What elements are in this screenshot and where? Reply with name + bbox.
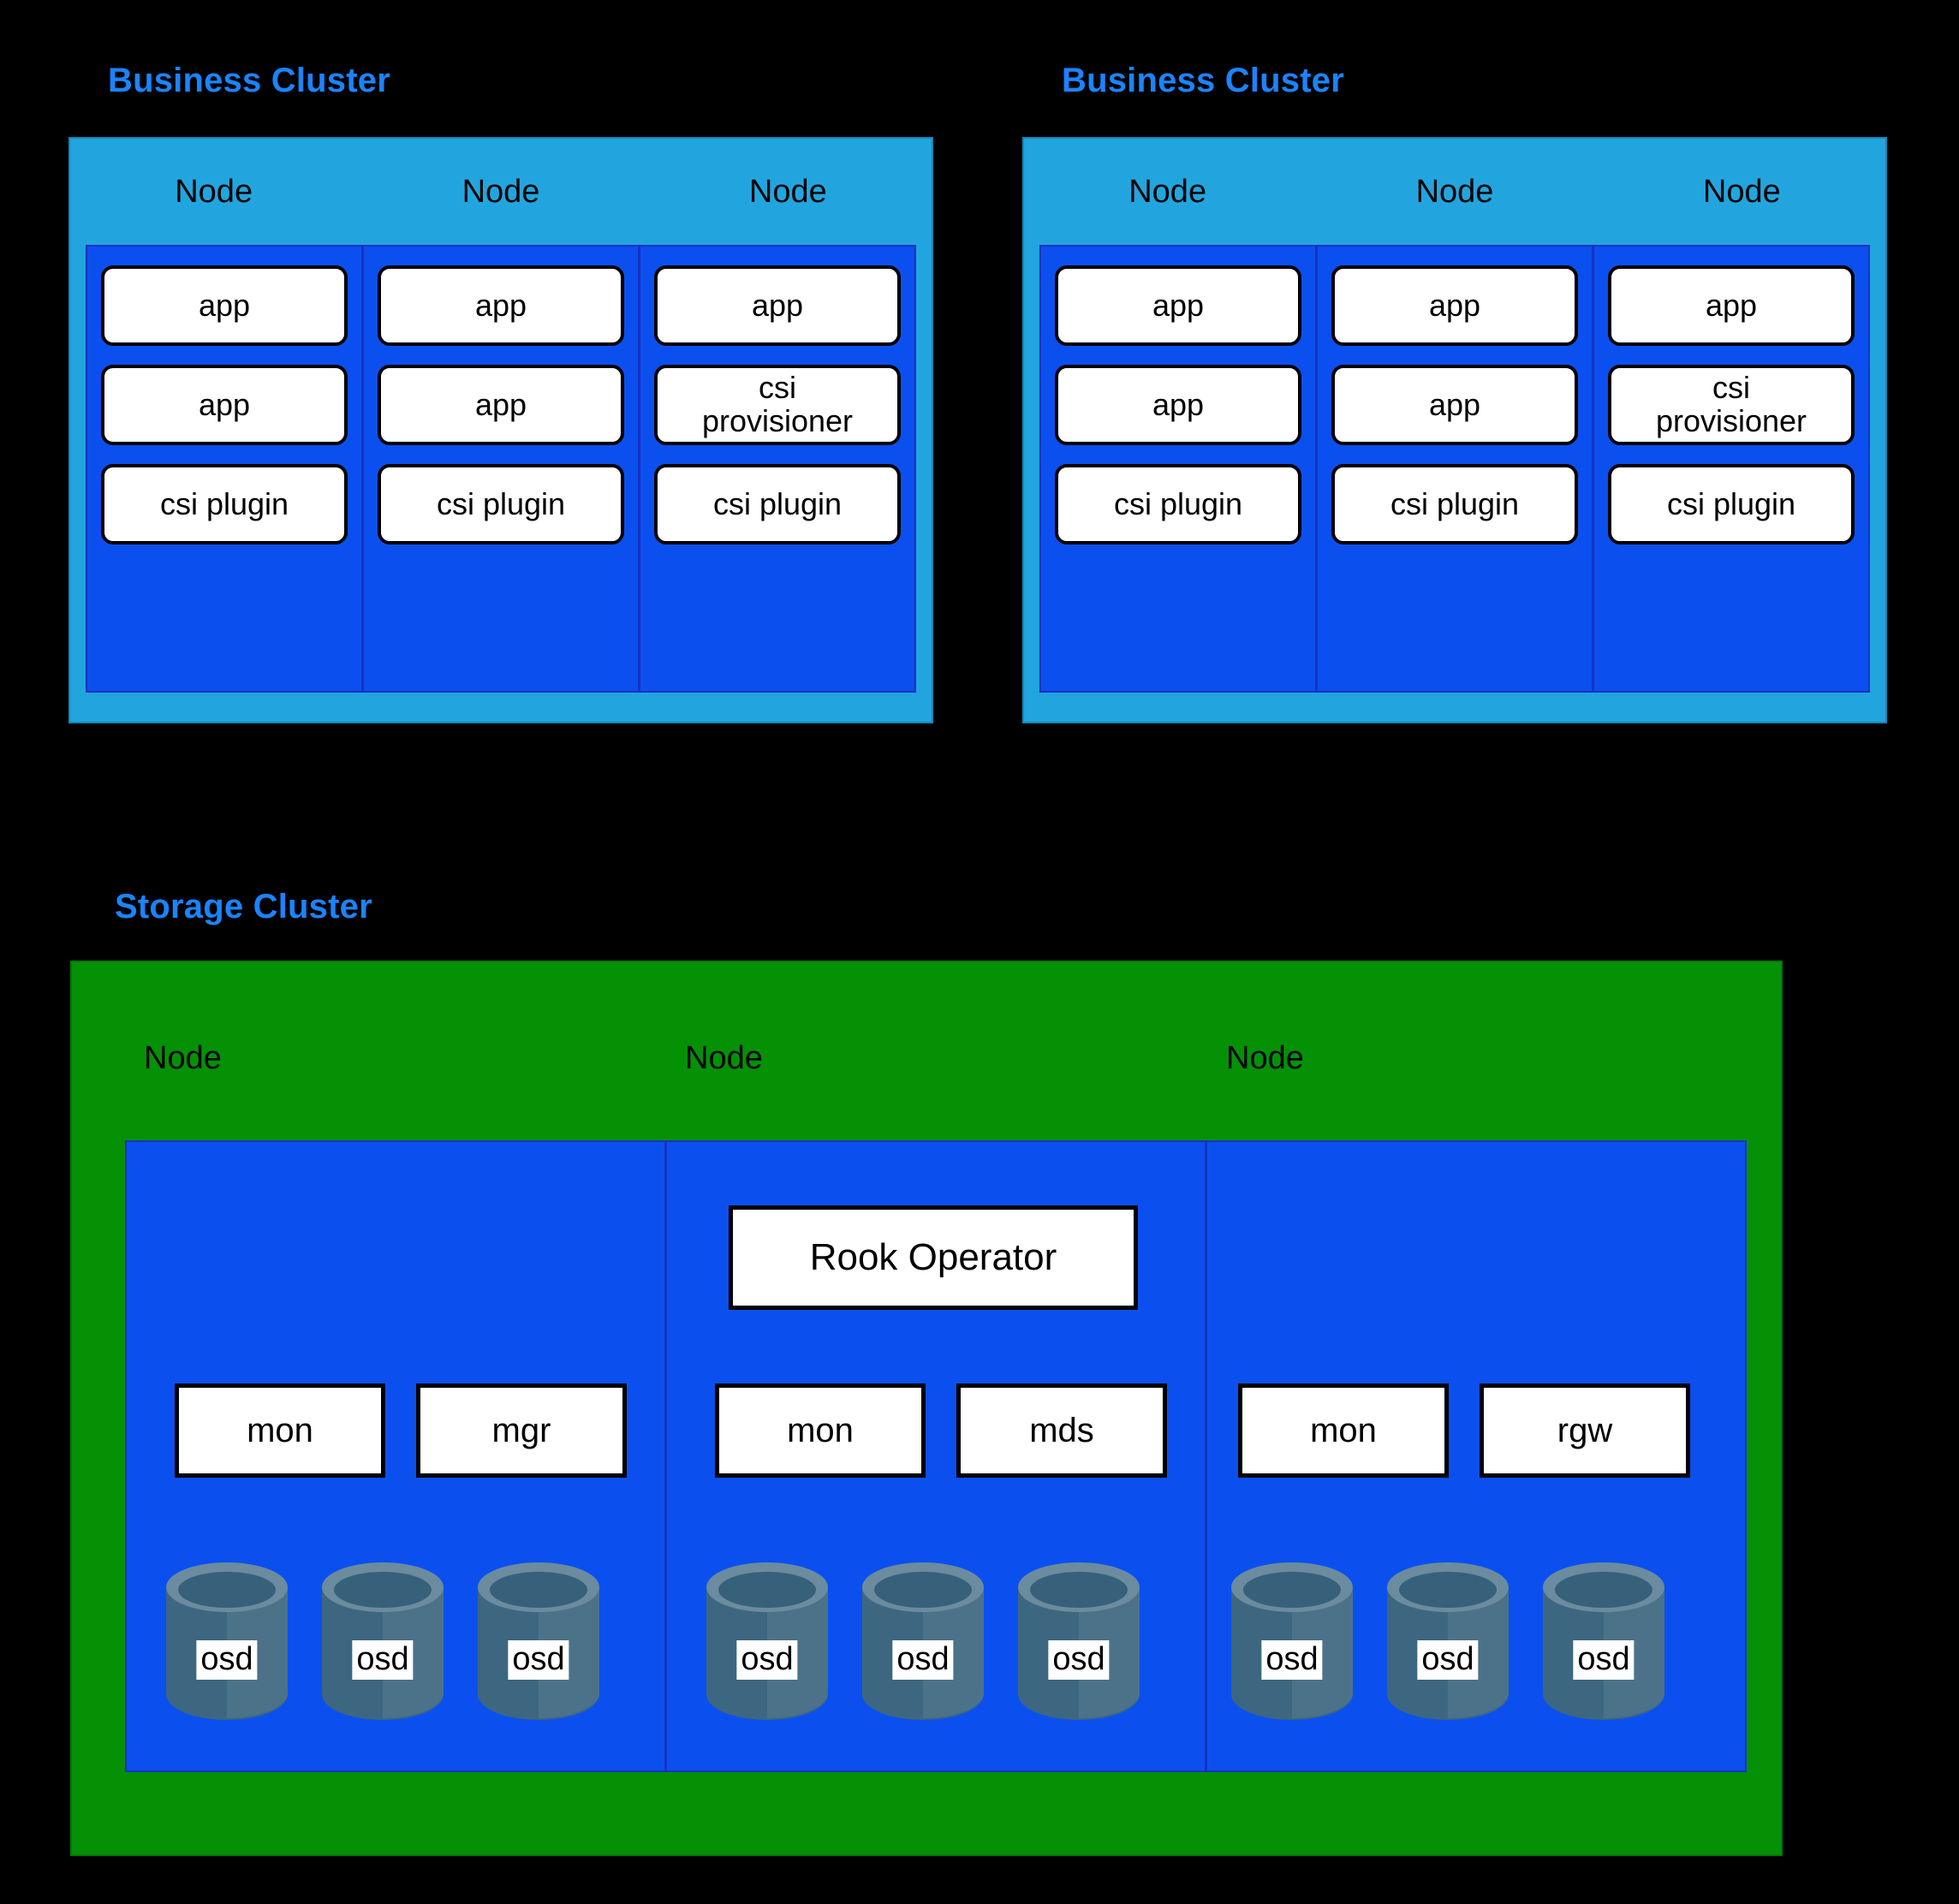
business-cluster-2-node-label-0: Node (1128, 173, 1207, 210)
storage-cluster-nodes: mon mgr osd osd (125, 1140, 1747, 1772)
pod-csi-plugin[interactable]: csi plugin (1055, 464, 1301, 544)
osd-cylinder[interactable]: osd (701, 1562, 833, 1720)
business-cluster-1-caption: Business Cluster (108, 62, 390, 99)
pod-app[interactable]: app (101, 265, 348, 346)
business-cluster-1-node-label-2: Node (748, 173, 827, 210)
storage-cluster-caption: Storage Cluster (115, 888, 372, 925)
pod-app[interactable]: app (654, 265, 901, 346)
business-cluster-1-node-labels: Node Node Node (70, 139, 932, 245)
pod-app[interactable]: app (1331, 365, 1578, 445)
storage-cluster-node-labels: Node Node Node (123, 1032, 1747, 1084)
storage-node-label-0: Node (144, 1039, 222, 1076)
business-cluster-1-node-0: app app csi plugin (87, 247, 361, 691)
business-cluster-2-node-1: app app csi plugin (1318, 247, 1592, 691)
osd-cylinder[interactable]: osd (1226, 1562, 1358, 1720)
business-cluster-2: Node Node Node app app csi plugin app ap… (1022, 137, 1887, 723)
service-mon[interactable]: mon (175, 1383, 385, 1478)
storage-node-label-2: Node (1226, 1039, 1304, 1076)
pod-csi-plugin[interactable]: csi plugin (378, 464, 624, 544)
osd-label: osd (508, 1640, 569, 1680)
storage-node-0: mon mgr osd osd (127, 1142, 664, 1770)
osd-label: osd (1573, 1640, 1634, 1680)
pod-app[interactable]: app (1608, 265, 1855, 346)
storage-cluster: Node Node Node mon mgr osd (70, 961, 1783, 1856)
pod-csi-plugin[interactable]: csi plugin (101, 464, 348, 544)
osd-label: osd (1261, 1640, 1323, 1680)
rook-operator-box[interactable]: Rook Operator (729, 1205, 1138, 1310)
osd-label: osd (352, 1640, 414, 1680)
business-cluster-1-nodes: app app csi plugin app app csi plugin ap… (86, 245, 916, 693)
business-cluster-1-node-label-0: Node (175, 173, 253, 210)
osd-cylinder[interactable]: osd (857, 1562, 989, 1720)
osd-label: osd (892, 1640, 954, 1680)
pod-app[interactable]: app (378, 265, 624, 346)
pod-csi-plugin[interactable]: csi plugin (1608, 464, 1855, 544)
business-cluster-1-node-1: app app csi plugin (364, 247, 638, 691)
pod-csi-plugin[interactable]: csi plugin (1331, 464, 1578, 544)
osd-cylinder[interactable]: osd (317, 1562, 449, 1720)
service-mgr[interactable]: mgr (416, 1383, 627, 1478)
osd-cylinder[interactable]: osd (1013, 1562, 1145, 1720)
service-rgw[interactable]: rgw (1480, 1383, 1690, 1478)
business-cluster-1-node-label-1: Node (461, 173, 540, 210)
storage-node-1: Rook Operator mon mds osd (667, 1142, 1205, 1770)
osd-cylinder[interactable]: osd (1538, 1562, 1670, 1720)
service-mon[interactable]: mon (1238, 1383, 1449, 1478)
osd-cylinder[interactable]: osd (1382, 1562, 1514, 1720)
business-cluster-2-node-label-2: Node (1702, 173, 1781, 210)
pod-app[interactable]: app (1055, 365, 1301, 445)
pod-app[interactable]: app (1055, 265, 1301, 346)
pod-csi-plugin[interactable]: csi plugin (654, 464, 901, 544)
business-cluster-1: Node Node Node app app csi plugin app ap… (68, 137, 933, 723)
pod-app[interactable]: app (1331, 265, 1578, 346)
service-mds[interactable]: mds (956, 1383, 1167, 1478)
business-cluster-2-node-labels: Node Node Node (1024, 139, 1885, 245)
osd-label: osd (196, 1640, 258, 1680)
osd-label: osd (1417, 1640, 1479, 1680)
business-cluster-2-node-0: app app csi plugin (1041, 247, 1315, 691)
business-cluster-2-caption: Business Cluster (1062, 62, 1344, 99)
pod-app[interactable]: app (101, 365, 348, 445)
business-cluster-2-nodes: app app csi plugin app app csi plugin ap… (1039, 245, 1870, 693)
business-cluster-2-node-label-1: Node (1415, 173, 1494, 210)
service-mon[interactable]: mon (715, 1383, 926, 1478)
osd-cylinder[interactable]: osd (161, 1562, 293, 1720)
pod-app[interactable]: app (378, 365, 624, 445)
storage-node-label-1: Node (685, 1039, 763, 1076)
osd-label: osd (1048, 1640, 1110, 1680)
osd-label: osd (736, 1640, 798, 1680)
storage-node-2: mon rgw osd osd (1207, 1142, 1745, 1770)
osd-cylinder[interactable]: osd (473, 1562, 604, 1720)
